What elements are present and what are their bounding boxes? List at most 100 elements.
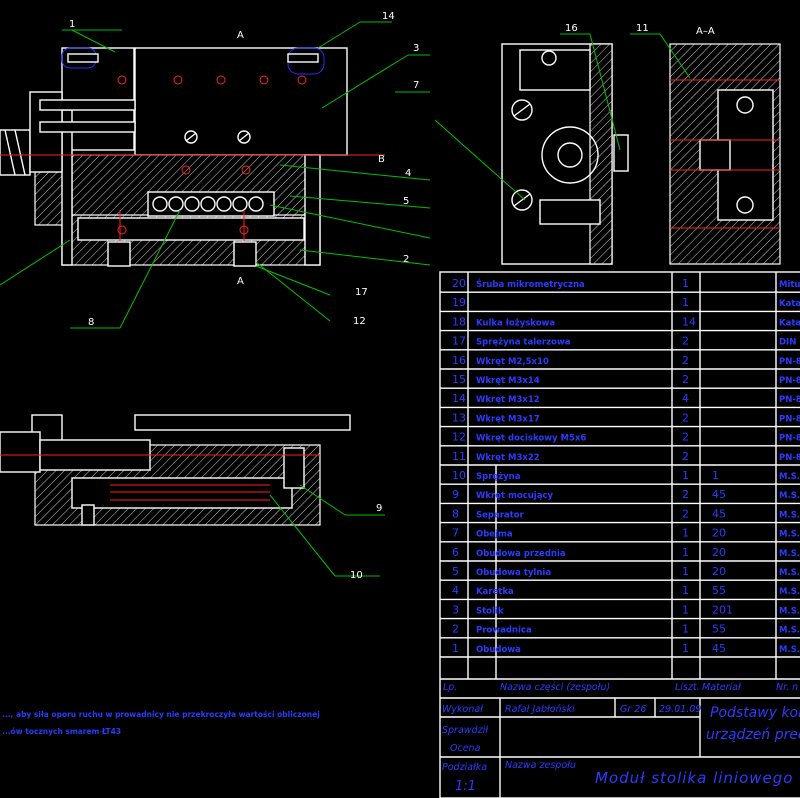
row-dim: 45 bbox=[712, 488, 726, 501]
callout-11: 11 bbox=[636, 23, 649, 34]
header-material: Materiał bbox=[702, 682, 742, 693]
podzialka-label: Podziałka bbox=[442, 762, 487, 773]
row-lp: 19 bbox=[452, 296, 466, 309]
callout-14: 14 bbox=[382, 11, 395, 22]
callout-3: 3 bbox=[413, 43, 419, 54]
callout-labels: 1 14 3 7 4 5 2 17 12 8 16 11 9 10 bbox=[69, 11, 649, 581]
right-post bbox=[304, 154, 321, 266]
row-material: M.S. bbox=[779, 587, 800, 597]
row-qty: 2 bbox=[682, 488, 689, 501]
row-qty: 2 bbox=[682, 373, 689, 386]
row-name: Obudowa przednia bbox=[476, 549, 566, 559]
assembly-label: Nazwa zespołu bbox=[505, 760, 576, 771]
leader-lines bbox=[0, 21, 691, 577]
row-lp: 2 bbox=[452, 623, 459, 636]
row-dim: 45 bbox=[712, 507, 726, 520]
row-dim: 55 bbox=[712, 623, 726, 636]
row-dim: 55 bbox=[712, 584, 726, 597]
row-lp: 17 bbox=[452, 335, 466, 348]
callout-16: 16 bbox=[565, 23, 578, 34]
row-qty: 1 bbox=[682, 277, 689, 290]
row-material: PN-8 bbox=[779, 376, 800, 386]
callout-17: 17 bbox=[355, 287, 368, 298]
row-material: M.S. bbox=[779, 606, 800, 616]
section-view-right: A–A bbox=[669, 26, 781, 265]
row-material: Katal bbox=[779, 318, 800, 328]
side-view bbox=[0, 414, 351, 526]
row-dim: 20 bbox=[712, 546, 726, 559]
row-qty: 2 bbox=[682, 335, 689, 348]
row-name: Wkręt M3x14 bbox=[476, 376, 540, 386]
view-title-a: A bbox=[237, 30, 244, 41]
callout-1: 1 bbox=[69, 19, 75, 30]
row-qty: 1 bbox=[682, 296, 689, 309]
row-material: PN-8 bbox=[779, 453, 800, 463]
row-name: Obudowa bbox=[476, 645, 521, 655]
base-inner bbox=[77, 217, 305, 241]
date: 29.01.09 bbox=[659, 704, 701, 715]
row-material: Mitut bbox=[779, 280, 800, 290]
row-name: Sprężyna bbox=[476, 472, 521, 482]
sprawdzil-label: Sprawdził bbox=[442, 725, 489, 736]
wykonal-label: Wykonał bbox=[442, 704, 484, 715]
group: Gr 26 bbox=[620, 704, 646, 715]
row-material: M.S. bbox=[779, 549, 800, 559]
row-name: Prowadnica bbox=[476, 626, 532, 636]
row-material: PN-8 bbox=[779, 357, 800, 367]
title-block: Wykonał Rafał Jabłoński Gr 26 29.01.09 S… bbox=[440, 697, 800, 798]
row-qty: 2 bbox=[682, 507, 689, 520]
callout-9: 9 bbox=[376, 503, 382, 514]
assembly-name: Moduł stolika liniowego bbox=[595, 769, 793, 787]
row-name: Stolik bbox=[476, 606, 504, 616]
row-name: Separator bbox=[476, 510, 525, 520]
wykonal-name: Rafał Jabłoński bbox=[505, 704, 575, 715]
row-name: Śruba mikrometryczna bbox=[476, 278, 585, 290]
row-qty: 2 bbox=[682, 411, 689, 424]
row-lp: 3 bbox=[452, 603, 459, 616]
row-material: M.S. bbox=[779, 626, 800, 636]
header-name: Nazwa części (zespołu) bbox=[500, 682, 610, 693]
row-lp: 15 bbox=[452, 373, 466, 386]
row-qty: 1 bbox=[682, 584, 689, 597]
row-lp: 13 bbox=[452, 411, 466, 424]
row-material: M.S. bbox=[779, 491, 800, 501]
row-dim: 201 bbox=[712, 603, 733, 616]
section-mark-b: B bbox=[378, 154, 385, 165]
row-qty: 2 bbox=[682, 450, 689, 463]
row-qty: 1 bbox=[682, 546, 689, 559]
screw-heads bbox=[117, 75, 307, 235]
callout-5: 5 bbox=[403, 196, 409, 207]
row-lp: 12 bbox=[452, 431, 466, 444]
row-lp: 14 bbox=[452, 392, 466, 405]
row-qty: 4 bbox=[682, 392, 689, 405]
row-qty: 2 bbox=[682, 431, 689, 444]
row-name: Sprężyna talerzowa bbox=[476, 338, 571, 348]
row-name: Wkręt M3x22 bbox=[476, 453, 540, 463]
row-lp: 18 bbox=[452, 315, 466, 328]
row-name: Karetka bbox=[476, 587, 514, 597]
row-material: DIN bbox=[779, 338, 796, 348]
project-title-line-2: urządzeń prec bbox=[706, 727, 800, 743]
row-lp: 9 bbox=[452, 488, 459, 501]
row-material: M.S. bbox=[779, 568, 800, 578]
row-lp: 1 bbox=[452, 642, 459, 655]
micrometer-head bbox=[0, 91, 136, 176]
ocena-label: Ocena bbox=[450, 743, 481, 754]
row-qty: 1 bbox=[682, 527, 689, 540]
callout-4: 4 bbox=[405, 168, 411, 179]
callout-10: 10 bbox=[350, 570, 363, 581]
row-material: PN-8 bbox=[779, 434, 800, 444]
row-dim: 45 bbox=[712, 642, 726, 655]
row-lp: 10 bbox=[452, 469, 466, 482]
header-nr: Nr. n bbox=[776, 682, 798, 693]
row-material: M.S. bbox=[779, 472, 800, 482]
row-name: Wkręt M3x17 bbox=[476, 414, 540, 424]
row-dim: 1 bbox=[712, 469, 719, 482]
row-lp: 20 bbox=[452, 277, 466, 290]
stage-body bbox=[134, 47, 348, 156]
row-lp: 4 bbox=[452, 584, 459, 597]
row-lp: 6 bbox=[452, 546, 459, 559]
row-qty: 1 bbox=[682, 623, 689, 636]
